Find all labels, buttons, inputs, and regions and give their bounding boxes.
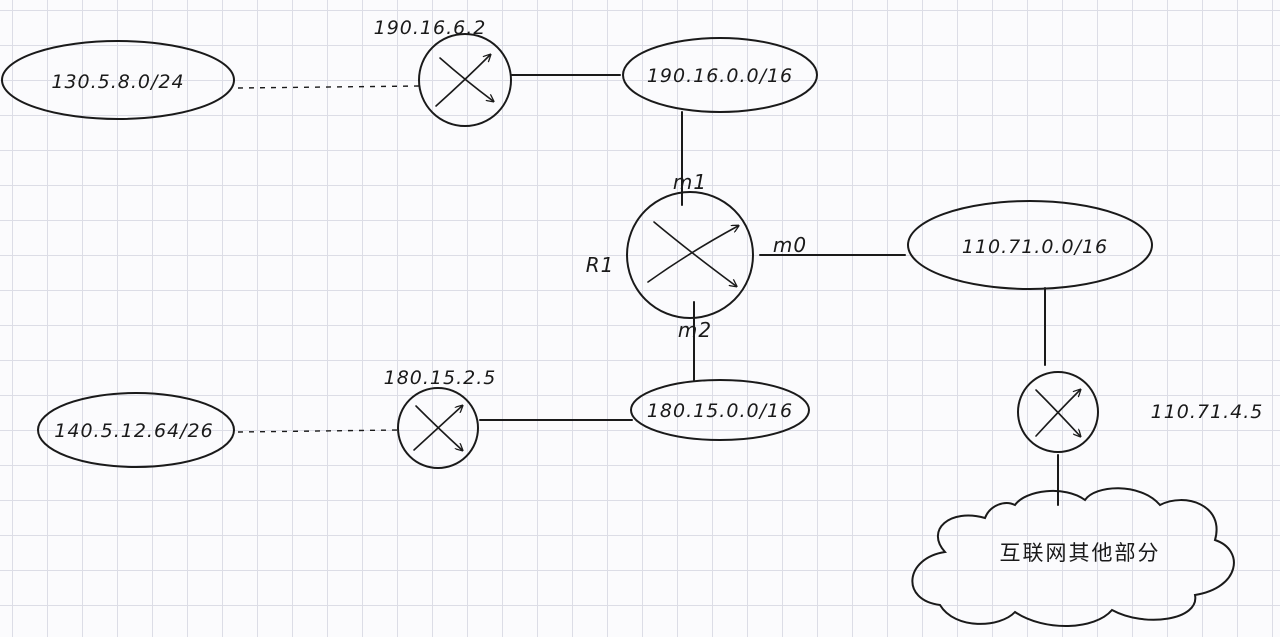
network-190: 190.16.0.0/16 [622, 37, 818, 113]
router-r1-name: R1 [586, 253, 615, 277]
network-130: 130.5.8.0/24 [1, 40, 235, 120]
interface-m2-label: m2 [678, 318, 712, 342]
interface-m0-label: m0 [773, 233, 807, 257]
network-140-ellipse [37, 392, 235, 468]
router-right: 110.71.4.5 [1017, 371, 1264, 453]
router-top-ip: 190.16.6.2 [374, 17, 487, 39]
router-right-ip: 110.71.4.5 [1151, 401, 1264, 423]
connections [237, 74, 1059, 506]
router-bottom-arrows-icon [413, 406, 462, 450]
router-r1-arrows-icon [647, 221, 738, 286]
network-110: 110.71.0.0/16 [907, 200, 1153, 290]
interface-m1-label: m1 [673, 170, 707, 194]
network-130-label: 130.5.8.0/24 [51, 71, 184, 93]
router-r1: R1 m1 m0 m2 [586, 170, 807, 342]
router-right-arrows-icon [1035, 390, 1080, 436]
internet-cloud: 互联网其他部分 [911, 487, 1235, 628]
router-top-arrows-icon [435, 55, 493, 107]
network-140-label: 140.5.12.64/26 [54, 420, 213, 442]
link-130-to-router-top [237, 85, 421, 89]
network-190-ellipse [622, 37, 818, 113]
router-top: 190.16.6.2 [374, 17, 512, 127]
cloud-icon [911, 487, 1235, 628]
network-180-ellipse [630, 379, 810, 441]
network-110-ellipse [907, 200, 1153, 290]
router-bottom-circle [397, 387, 479, 469]
router-bottom: 180.15.2.5 [384, 367, 497, 469]
network-140: 140.5.12.64/26 [37, 392, 235, 468]
router-r1-circle [626, 191, 754, 319]
cloud-label: 互联网其他部分 [1000, 541, 1161, 565]
network-190-label: 190.16.0.0/16 [647, 65, 793, 87]
network-130-ellipse [1, 40, 235, 120]
network-180: 180.15.0.0/16 [630, 379, 810, 441]
router-top-circle [418, 33, 512, 127]
network-110-label: 110.71.0.0/16 [962, 236, 1108, 258]
router-right-circle [1017, 371, 1099, 453]
network-180-label: 180.15.0.0/16 [647, 400, 793, 422]
router-bottom-ip: 180.15.2.5 [384, 367, 497, 389]
link-140-to-router-bottom [237, 429, 399, 433]
